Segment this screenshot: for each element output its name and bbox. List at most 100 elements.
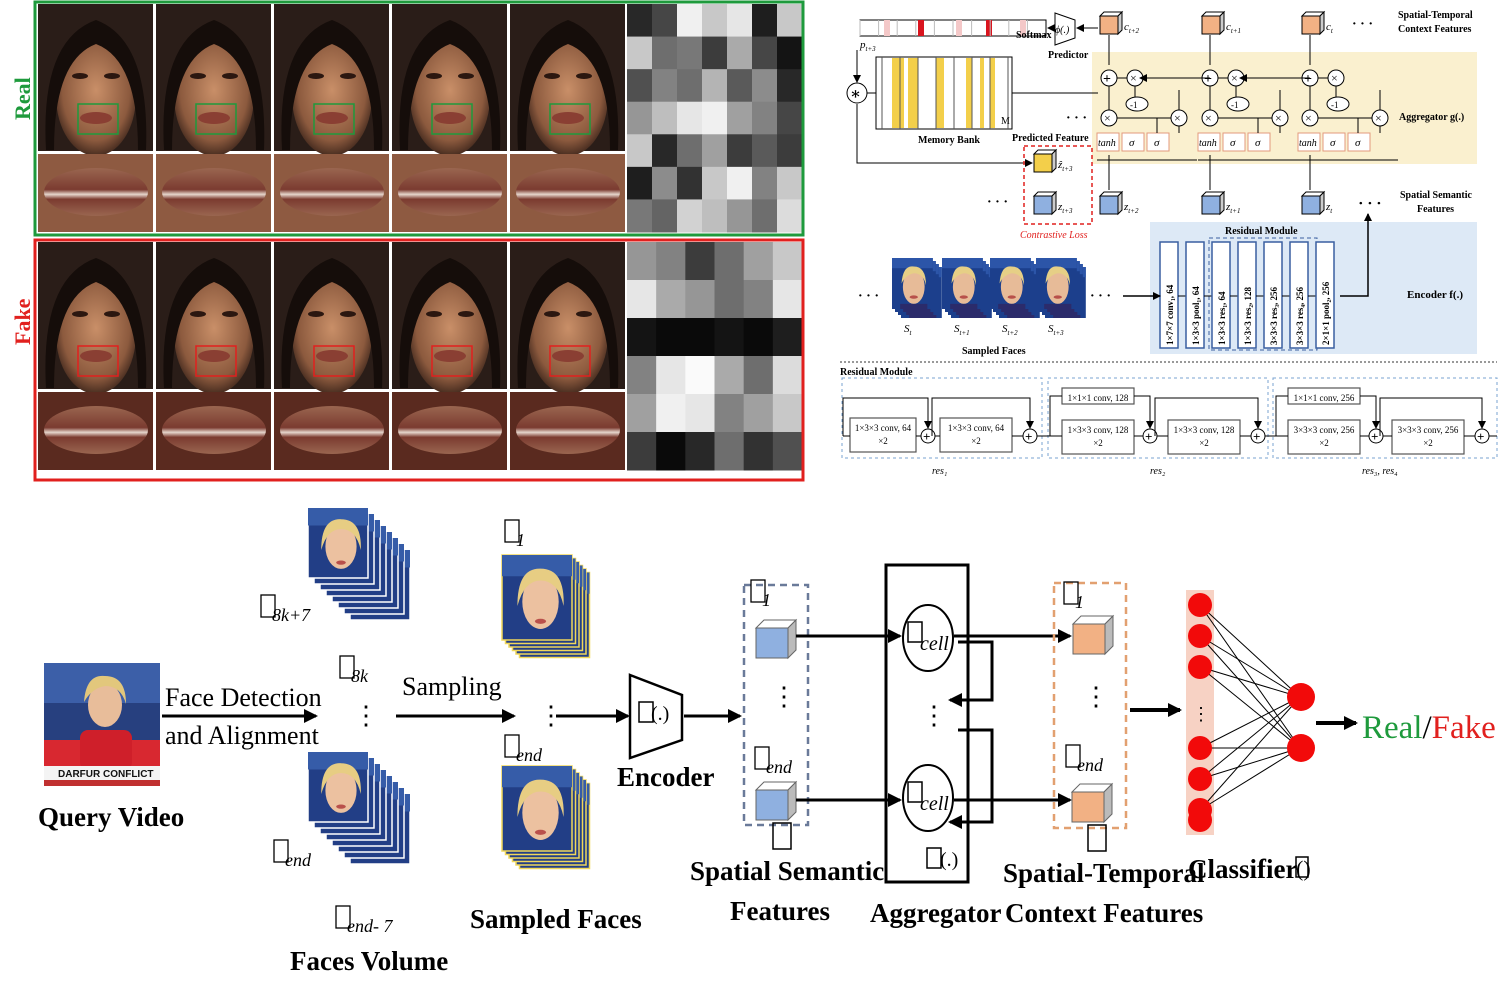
classifier-edge (1199, 696, 1301, 749)
feature-heatmap (627, 242, 803, 471)
classifier-edge (1199, 666, 1301, 749)
residual-conv-box: 3×3×3 conv, 256×2 (1287, 419, 1361, 455)
heatmap-cell (627, 134, 653, 168)
svg-text:∗: ∗ (850, 86, 861, 103)
classifier-edge (1199, 747, 1301, 780)
svg-text:zt+1: zt+1 (1225, 201, 1240, 215)
encoder-layer (1211, 241, 1231, 349)
svg-text:ẑt+3: ẑt+3 (1057, 159, 1073, 173)
contrastive-loss-box (1023, 145, 1093, 225)
neuron-icon (1188, 624, 1212, 648)
face-frame-4 (392, 4, 507, 156)
faces-volume-label: Faces Volume (290, 946, 448, 976)
residual-conv-box: 1×3×3 conv, 128×2 (1061, 419, 1135, 455)
svg-text:+: + (1371, 429, 1378, 444)
heatmap-cell (777, 36, 803, 70)
heatmap-cell (677, 101, 703, 135)
heatmap-cell (752, 166, 778, 200)
face-frame-1 (38, 242, 153, 394)
svg-text:+: + (1477, 429, 1484, 444)
classifier-edge (1199, 696, 1301, 780)
residual-module-panel: Residual Module 1×3×3 conv, 64×21×3×3 co… (840, 367, 1498, 477)
encoder-trapezoid (628, 673, 684, 760)
heatmap-cell (652, 199, 678, 233)
svg-text:ct+1: ct+1 (1226, 21, 1241, 35)
index-label: 1 (750, 579, 771, 610)
stc-box (1052, 581, 1128, 830)
svg-text:+: + (1304, 72, 1312, 87)
heatmap-cell (777, 101, 803, 135)
svg-text:1: 1 (762, 590, 771, 610)
real-block: Real (10, 0, 805, 237)
heatmap-cell (677, 36, 703, 70)
plus-circle-icon: + (1022, 428, 1038, 444)
face-stack: St+1 (942, 258, 992, 337)
heatmap-cell (652, 134, 678, 168)
gate-label: σ (1154, 137, 1160, 149)
svg-text:zt+3: zt+3 (1057, 201, 1073, 215)
heatmap-cell (685, 242, 715, 281)
face-stack: St (892, 258, 942, 337)
neg-one: -1 (1130, 100, 1138, 110)
heatmap-cell (702, 4, 728, 38)
classifier-label: Classifier (1188, 854, 1297, 884)
gate-label: tanh (1098, 138, 1116, 149)
svg-text:1×3×3 conv, 64: 1×3×3 conv, 64 (855, 423, 912, 433)
heatmap-cell (685, 432, 715, 471)
heatmap-cell (702, 101, 728, 135)
mouth-roi-box (549, 103, 591, 135)
gate-label: σ (1355, 137, 1361, 149)
plus-circle-icon: + (1250, 428, 1266, 444)
cube-icon (1071, 614, 1115, 656)
heatmap-cell (677, 4, 703, 38)
agg-fn: (.) (940, 849, 958, 871)
index-label: end (754, 746, 793, 777)
memory-slot (908, 58, 918, 128)
heatmap-cell (627, 69, 653, 103)
heatmap-cell (727, 101, 753, 135)
residual-label: res₂ (1150, 466, 1166, 477)
gate-box (1096, 132, 1120, 152)
stc-cubes (1070, 614, 1115, 824)
residual-module-title-b: Residual Module (1225, 226, 1298, 237)
heatmap-cell (727, 134, 753, 168)
panel-b-architecture: Softmax pt+3 ϕ(.) Predictor M Memory Ban… (840, 10, 1497, 363)
mouth-roi-box (549, 345, 591, 377)
gate-box (1247, 132, 1271, 152)
panel-c-pipeline: DARFUR CONFLICT Query Video Face Detecti… (38, 507, 1496, 976)
classifier-edge (1199, 696, 1301, 811)
heatmap-cell (772, 280, 803, 319)
svg-text:+: + (1204, 72, 1212, 87)
heatmap-cell (656, 280, 686, 319)
encoder-layer-label: 1×3×3 pool₁, 64 (1191, 286, 1201, 345)
heatmap-cell (727, 4, 753, 38)
gate-box (1146, 132, 1170, 152)
heatmap-cell (714, 356, 745, 395)
gate-label: tanh (1299, 138, 1317, 149)
lip-crop-3 (274, 392, 389, 470)
face-stack-label: St+1 (954, 323, 970, 337)
svg-text:zt+2: zt+2 (1123, 201, 1139, 215)
phi-label: ϕ(.) (1055, 25, 1070, 36)
heatmap-cell (652, 166, 678, 200)
mouth-roi-box (195, 103, 237, 135)
classifier-edge (1199, 635, 1301, 698)
svg-text:×: × (1305, 111, 1312, 125)
neuron-icon (1188, 593, 1212, 617)
heatmap-cell (627, 280, 657, 319)
heatmap-cell (652, 4, 678, 38)
plus-circle-icon: + (1368, 428, 1384, 444)
heatmap-cell (656, 318, 686, 357)
heatmap-cell (777, 166, 803, 200)
heatmap-cell (772, 394, 803, 433)
lip-crop-4 (392, 392, 507, 470)
residual-conv-box: 1×1×1 conv, 128 (1061, 387, 1135, 405)
heatmap-cell (652, 101, 678, 135)
heatmap-cell (772, 432, 803, 471)
